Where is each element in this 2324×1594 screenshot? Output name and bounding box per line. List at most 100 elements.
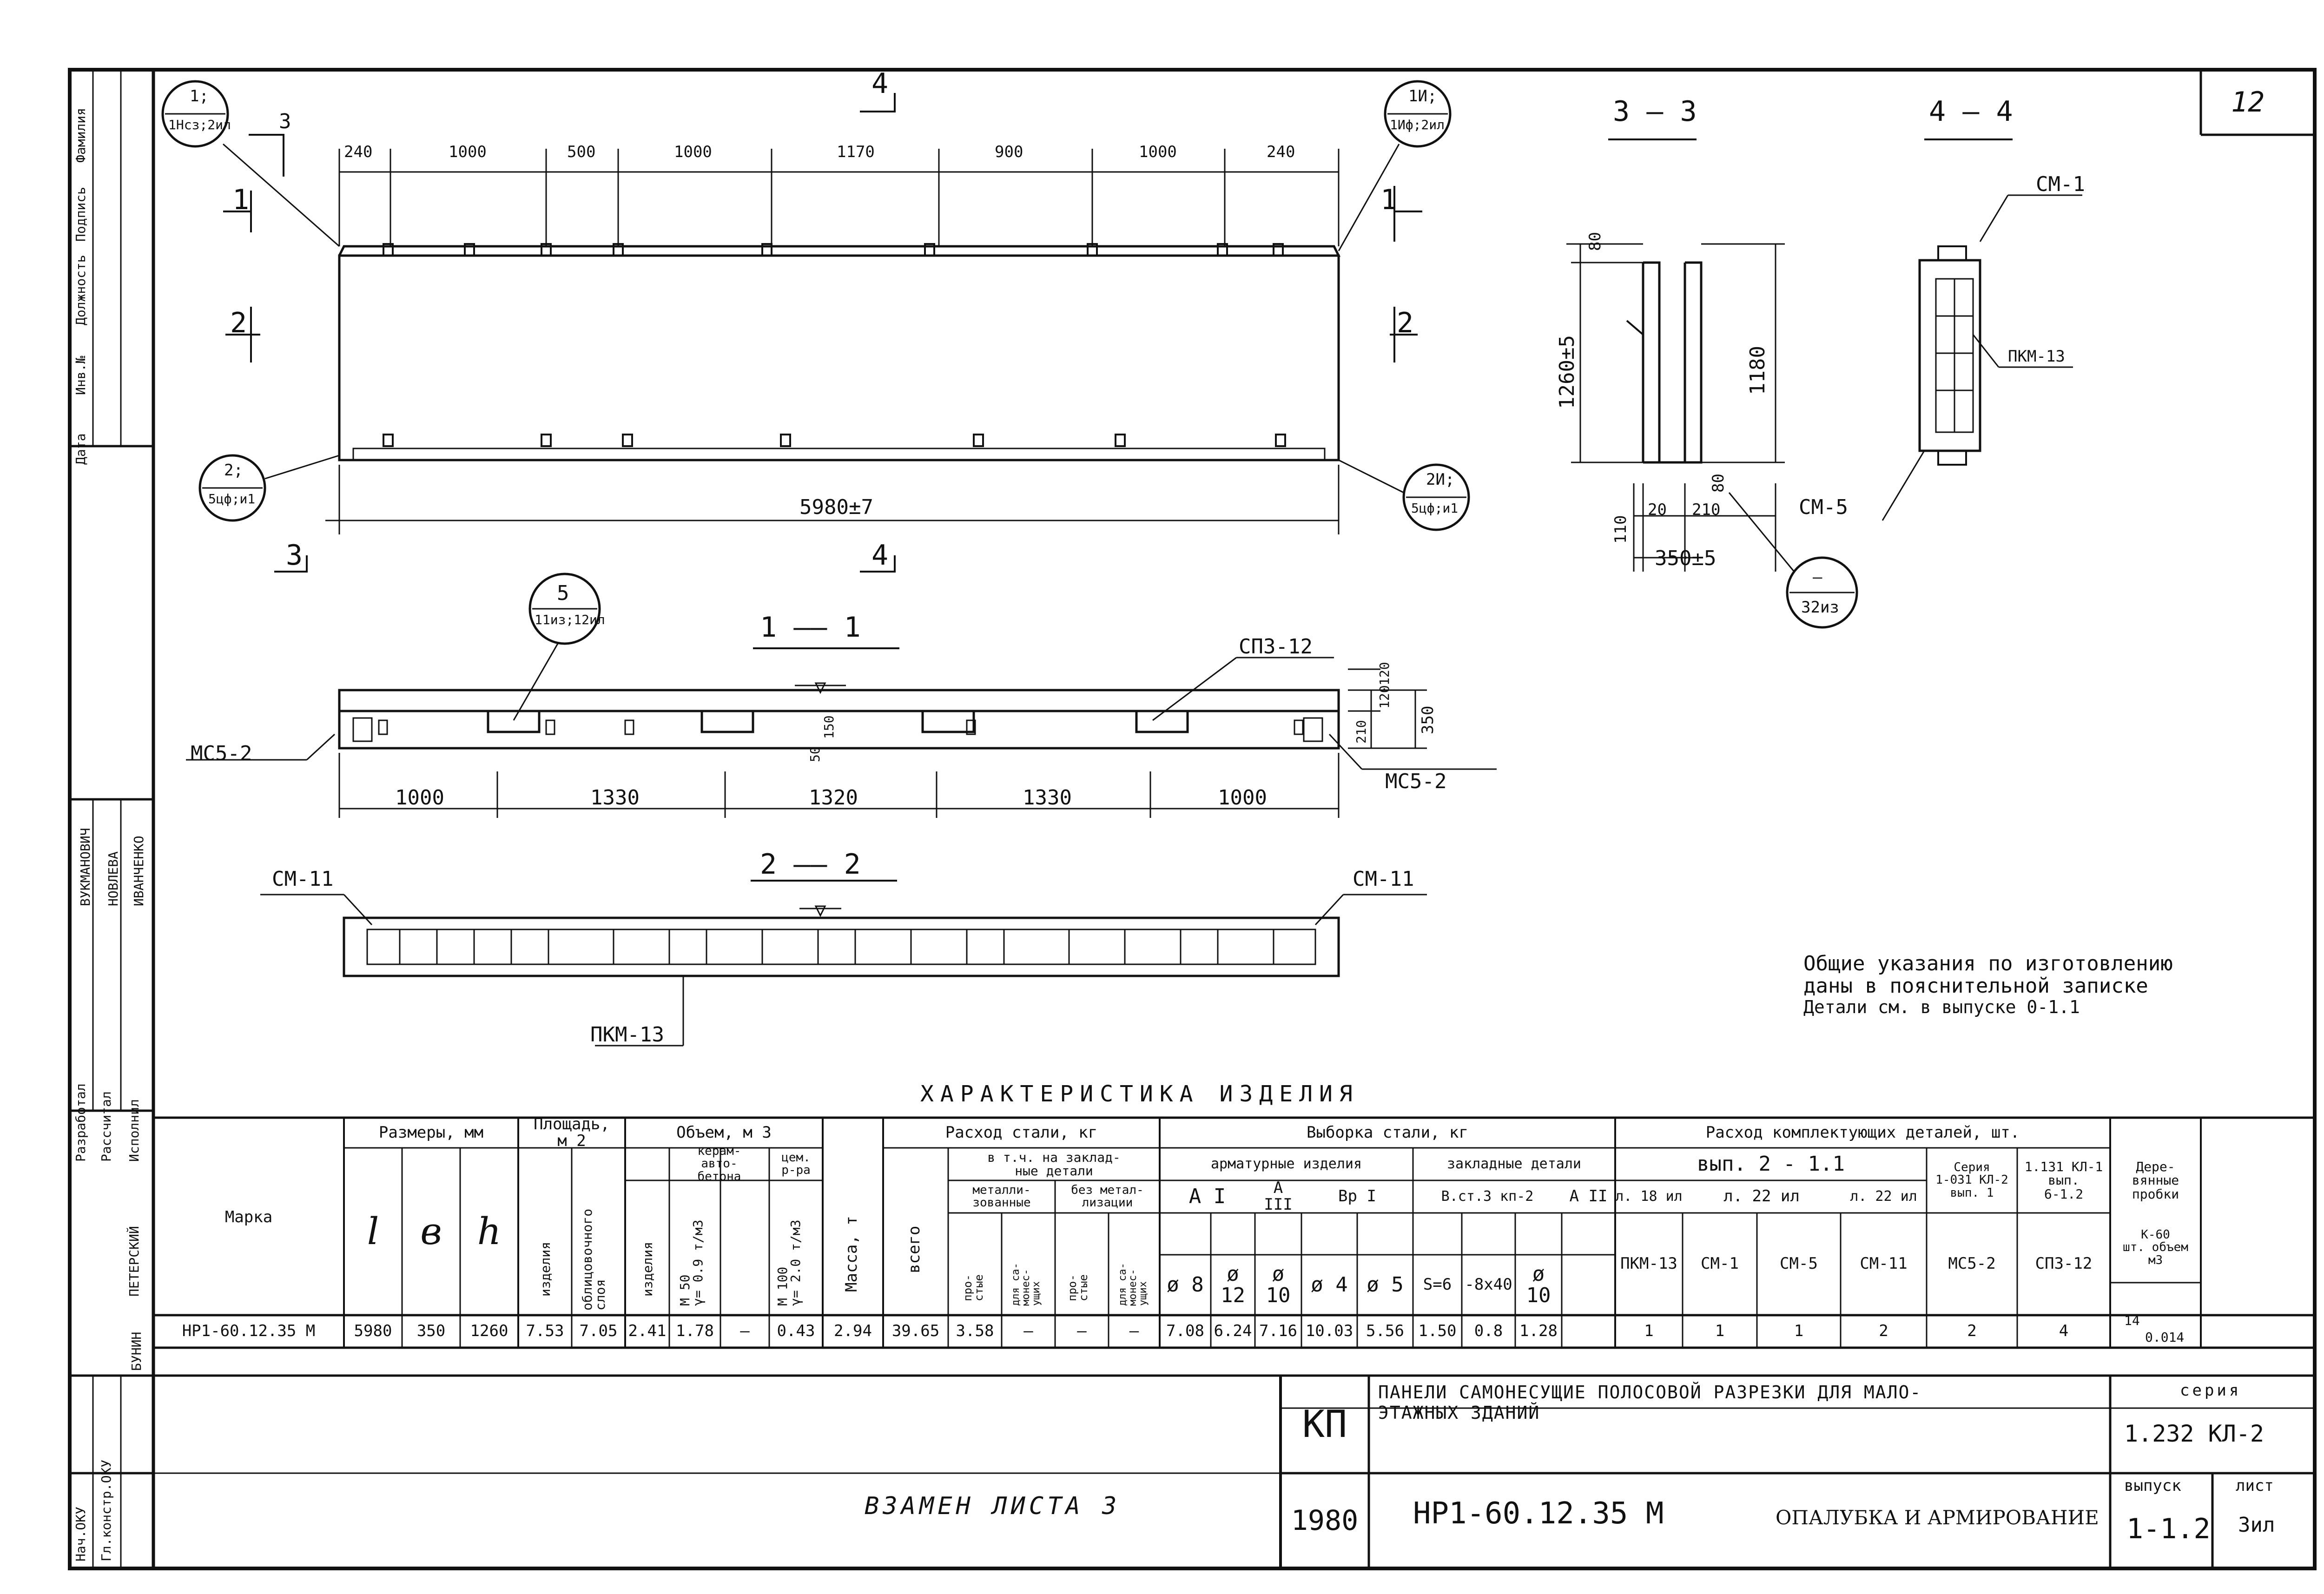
stamp-subtitle: ОПАЛУБКА И АРМИРОВАНИЕ	[1776, 1506, 2099, 1529]
th-l: l	[367, 1210, 379, 1253]
note-line-1: Общие указания по изготовлению	[1803, 952, 2173, 975]
td-massa: 2.94	[834, 1322, 872, 1341]
th-armat: арматурные изделия	[1210, 1156, 1362, 1172]
td-dlya2: —	[1129, 1322, 1139, 1341]
page-number: 12	[2231, 86, 2265, 119]
td-d10b: 1.28	[1519, 1322, 1558, 1341]
th-massa: Масса, т	[842, 1216, 861, 1292]
dim-500: 500	[567, 143, 596, 161]
td-pl-obl: 7.05	[579, 1322, 618, 1341]
th-obem: Объем, м 3	[676, 1123, 772, 1142]
note-line-2: даны в пояснительной записке	[1803, 974, 2148, 998]
th-d8: ø 8	[1167, 1272, 1204, 1297]
td-pl-izd: 7.53	[526, 1322, 564, 1341]
th-d4: ø 4	[1311, 1272, 1348, 1297]
dim-240-left: 240	[344, 143, 373, 161]
td-cm11: 2	[1879, 1322, 1888, 1341]
th-pkm13: ПКМ-13	[1620, 1254, 1677, 1273]
th-prost1: про- стые	[961, 1274, 985, 1301]
th-vyborka: Выборка стали, кг	[1307, 1123, 1468, 1142]
stamp-seriya-label: серия	[2180, 1381, 2242, 1400]
dim-33-top: 80	[1586, 232, 1604, 251]
stamp-title: ПАНЕЛИ САМОНЕСУЩИЕ ПОЛОСОВОЙ РАЗРЕЗКИ ДЛ…	[1378, 1382, 1922, 1423]
td-ob-izd: 2.41	[628, 1322, 667, 1341]
dim-11-h350: 350	[1419, 705, 1437, 734]
th-vsego: всего	[905, 1225, 924, 1273]
th-a1: А I	[1188, 1184, 1226, 1208]
section-44-title: 4 — 4	[1929, 95, 2013, 128]
dim-33-bottom: 80	[1709, 474, 1728, 493]
th-ploshad: Площадь, м 2	[534, 1114, 610, 1150]
th-l22b: л. 22 ил	[1850, 1188, 1917, 1205]
dim-11-1320: 1320	[809, 786, 858, 810]
th-spz12: СПЗ-12	[2035, 1254, 2093, 1273]
cut-1-right: 1	[1380, 184, 1398, 216]
sidebar-role-2: Рассчитал	[99, 1091, 114, 1162]
mark-br-top: 2И;	[1426, 470, 1455, 489]
th-cem-sub: М 100 γ= 2.0 т/м3	[775, 1219, 803, 1306]
stamp-vypusk-label: выпуск	[2124, 1476, 2181, 1495]
table-title: ХАРАКТЕРИСТИКА ИЗДЕЛИЯ	[920, 1081, 1359, 1107]
th-cm1: СМ-1	[1701, 1254, 1739, 1273]
dim-11-h120b: 120	[1377, 685, 1392, 709]
th-prost2: про- стые	[1066, 1274, 1090, 1301]
td-s2: 0.8	[1474, 1322, 1503, 1341]
td-d8: 7.08	[1166, 1322, 1204, 1341]
dim-11-h120a: 120	[1377, 662, 1392, 685]
mark5-bottom: 11из;12ил	[535, 612, 605, 627]
td-marka: НР1-60.12.35 М	[182, 1322, 316, 1341]
th-bez: без метал- лизации	[1071, 1183, 1144, 1210]
td-ob-ker: 1.78	[676, 1322, 714, 1341]
cut-4-upper: 4	[872, 67, 889, 100]
th-s2: -8x40	[1465, 1275, 1512, 1294]
th-l18: л. 18 ил	[1615, 1188, 1683, 1205]
td-prost2: —	[1077, 1322, 1087, 1341]
stamp-seriya: 1.232 КЛ-2	[2124, 1420, 2265, 1447]
td-spz12: 4	[2059, 1322, 2069, 1341]
dim-11-h210: 210	[1353, 720, 1369, 744]
cut-2-right: 2	[1397, 307, 1414, 339]
general-notes: Общие указания по изготовлению даны в по…	[1803, 952, 2173, 1017]
th-cem: цем. р-ра	[781, 1150, 811, 1177]
td-h: 1260	[470, 1322, 508, 1341]
dim-11-50: 50	[807, 746, 823, 762]
cut-3-top: 3	[286, 539, 303, 572]
mark-bl-bottom: 5цф;и1	[208, 491, 256, 507]
th-d12: ø 12	[1221, 1262, 1245, 1307]
label-cm11-left: СМ-11	[272, 867, 334, 891]
td-cm5: 1	[1794, 1322, 1804, 1341]
th-k60: К-60 шт. объем м3	[2123, 1228, 2188, 1267]
th-rashod: Расход стали, кг	[945, 1123, 1098, 1142]
mark-33-bottom: 32из	[1801, 598, 1839, 617]
th-d10b: ø 10	[1526, 1262, 1551, 1307]
th-a2: А II	[1569, 1187, 1608, 1206]
th-h: h	[477, 1210, 502, 1253]
th-dlya2: для са- монес- ущих	[1117, 1263, 1149, 1306]
dim-240-right: 240	[1267, 143, 1295, 161]
stamp-list-label: лист	[2236, 1476, 2274, 1495]
td-k60-n: 14	[2124, 1313, 2140, 1328]
dim-11-1000a: 1000	[395, 786, 444, 810]
td-k60-v: 0.014	[2145, 1330, 2185, 1345]
td-dlya1: —	[1023, 1322, 1033, 1341]
sidebar-name-1: ПЕТЕРСКИЙ	[126, 1226, 142, 1297]
dim-33-height: 1260±5	[1555, 335, 1579, 409]
th-keram-sub: М 50 γ= 0.9 т/м3	[677, 1219, 706, 1306]
th-marka: Марка	[224, 1208, 273, 1227]
th-b: в	[420, 1210, 442, 1253]
mark-tl-top: 1;	[190, 87, 209, 105]
th-d10a: ø 10	[1266, 1262, 1291, 1307]
sidebar-role-3: Исполнил	[126, 1099, 142, 1162]
th-a3: А III	[1264, 1179, 1293, 1214]
th-derev: Дере- вянные пробки	[2132, 1159, 2179, 1202]
th-mcs2: МС5-2	[1948, 1254, 1996, 1273]
sidebar-col-date: Дата	[73, 433, 88, 465]
td-mcs2: 2	[1967, 1322, 1977, 1341]
dim-1000-a: 1000	[449, 143, 487, 161]
sidebar-col-fam: Фамилия	[73, 107, 88, 163]
td-cm1: 1	[1715, 1322, 1725, 1341]
td-d10a: 7.16	[1259, 1322, 1297, 1341]
sidebar-col-podp: Подпись	[73, 186, 88, 242]
mark-bl-top: 2;	[224, 461, 243, 480]
